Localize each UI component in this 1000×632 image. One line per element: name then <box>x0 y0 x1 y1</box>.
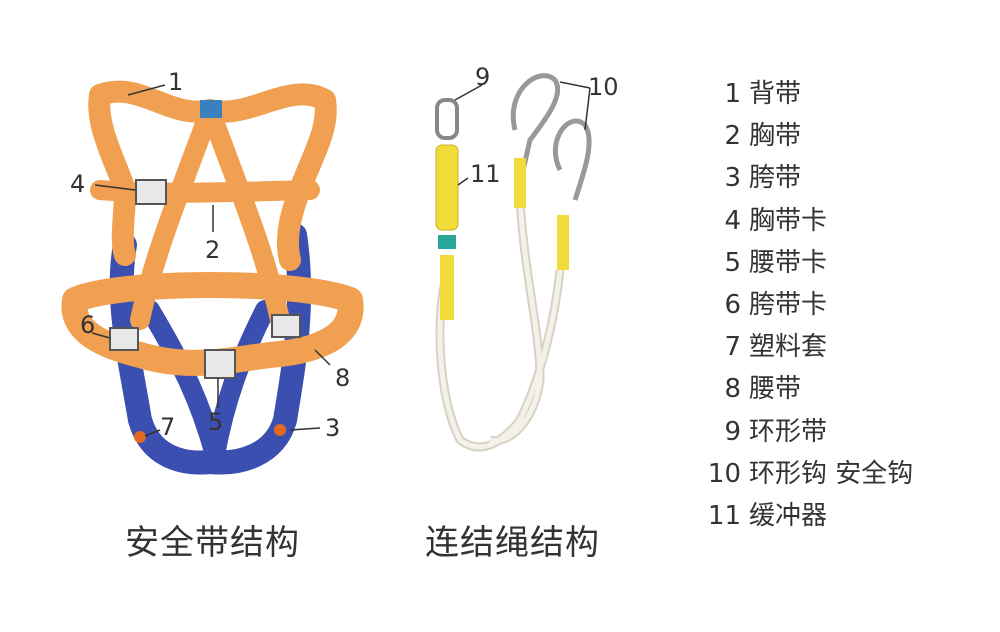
harness-illustration <box>61 80 364 475</box>
plastic-sleeve <box>134 431 146 443</box>
legend-item: 7 塑料套 <box>705 331 913 373</box>
legend-item: 1 背带 <box>705 78 913 120</box>
hook <box>510 73 561 176</box>
harness-caption: 安全带结构 <box>125 523 300 563</box>
legend-label: 腰带 <box>749 374 802 405</box>
legend-item: 9 环形带 <box>705 416 913 458</box>
legend-label: 环形钩 安全钩 <box>749 458 914 489</box>
callout-11: 11 <box>470 160 501 188</box>
legend-label: 塑料套 <box>749 332 828 363</box>
lanyard-caption: 连结绳结构 <box>425 523 600 563</box>
chest-buckle <box>135 179 167 205</box>
callout-7: 7 <box>160 413 176 441</box>
legend-label: 胸带卡 <box>749 205 828 236</box>
legend-item: 6 胯带卡 <box>705 289 913 331</box>
legend-num: 2 <box>724 121 741 152</box>
legend-item: 10 环形钩 安全钩 <box>705 458 913 500</box>
shoulder-strap <box>89 80 337 271</box>
ring-strap-carabiner <box>435 98 459 140</box>
legend-num: 7 <box>724 332 741 363</box>
legend-num: 4 <box>724 205 741 236</box>
legend-label: 胸带 <box>749 121 802 152</box>
lanyard-illustration <box>435 73 592 452</box>
callout-6: 6 <box>80 311 96 339</box>
legend-num: 6 <box>724 289 741 320</box>
callout-1: 1 <box>168 68 184 96</box>
legend-num: 1 <box>724 79 741 109</box>
legend-item: 3 胯带 <box>705 162 913 204</box>
legend-label: 环形带 <box>749 416 828 447</box>
legend-item: 2 胸带 <box>705 120 913 162</box>
shock-absorber <box>435 144 459 231</box>
callout-2: 2 <box>205 236 221 264</box>
legend-label: 缓冲器 <box>749 500 828 531</box>
legend-num: 8 <box>724 374 741 405</box>
waist-buckle <box>204 349 236 379</box>
parts-legend: 1 背带 2 胸带 3 胯带 4 胸带卡 5 腰带卡 6 胯带卡 7 塑料套 8 腰带 9 环形带… <box>705 78 913 542</box>
legend-num: 9 <box>724 416 741 447</box>
legend-label: 背带 <box>749 79 802 109</box>
callout-9: 9 <box>475 63 491 91</box>
legend-item: 11 缓冲器 <box>705 500 913 542</box>
leg-buckle <box>109 327 139 351</box>
callout-10: 10 <box>588 73 619 101</box>
legend-label: 腰带卡 <box>749 247 828 278</box>
legend-item: 4 胸带卡 <box>705 205 913 247</box>
callout-5: 5 <box>208 408 224 436</box>
callout-8: 8 <box>335 364 351 392</box>
legend-label: 胯带 <box>749 163 802 194</box>
legend-num: 5 <box>724 247 741 278</box>
legend-item: 5 腰带卡 <box>705 247 913 289</box>
legend-num: 3 <box>724 163 741 194</box>
callout-4: 4 <box>70 170 86 198</box>
legend-label: 胯带卡 <box>749 289 828 320</box>
chest-strap <box>90 180 320 203</box>
callout-3: 3 <box>325 414 341 442</box>
legend-num: 11 <box>707 500 741 531</box>
legend-num: 10 <box>707 458 741 489</box>
legend-item: 8 腰带 <box>705 373 913 415</box>
